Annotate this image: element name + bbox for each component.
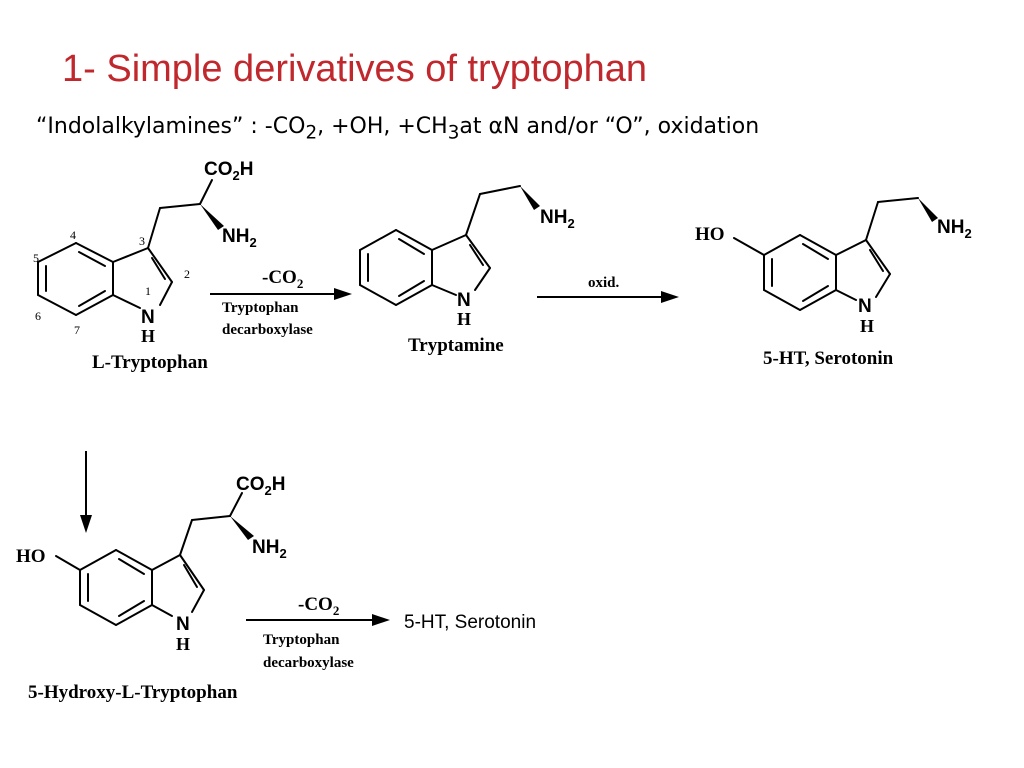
serotonin-ring-n: N — [858, 296, 872, 317]
subtitle-subscript-1: 2 — [305, 122, 318, 144]
hydroxy-tryptophan-ring-n: N — [176, 614, 190, 635]
l-tryptophan-name: L-Tryptophan — [92, 352, 208, 373]
ring-number-3: 3 — [139, 234, 145, 248]
hydroxylation-arrow — [80, 451, 92, 533]
serotonin-hydroxyl-label: HO — [695, 224, 725, 245]
hydroxy-tryptophan-structure: CO2H NH2 HO N H 5-Hydroxy-L-Tryptophan — [16, 474, 287, 703]
decarboxylation-2-enzyme-line-1: Tryptophan — [263, 632, 340, 648]
subtitle-part-3: at αN and/or “O”, oxidation — [459, 114, 760, 139]
subtitle-subscript-2: 3 — [447, 122, 460, 144]
ring-number-4: 4 — [70, 228, 76, 242]
serotonin-bonds — [733, 197, 938, 311]
tryptamine-ring-n: N — [457, 290, 471, 311]
l-tryptophan-ring-h: H — [141, 326, 155, 346]
hydroxy-tryptophan-hydroxyl-label: HO — [16, 546, 46, 567]
serotonin-amino-label: NH2 — [937, 217, 972, 241]
subtitle-part-2: , +OH, +CH — [317, 114, 448, 139]
l-tryptophan-bonds — [37, 179, 224, 316]
hydroxy-tryptophan-carboxyl-label: CO2H — [236, 474, 285, 498]
decarboxylation-1-enzyme-line-1: Tryptophan — [222, 300, 299, 316]
tryptamine-amino-label: NH2 — [540, 207, 575, 231]
serotonin-ring-h: H — [860, 316, 874, 336]
hydroxy-tryptophan-ring-h: H — [176, 634, 190, 654]
ring-number-6: 6 — [35, 309, 41, 323]
ring-number-2: 2 — [184, 267, 190, 281]
hydroxy-tryptophan-amino-label: NH2 — [252, 537, 287, 561]
decarboxylation-1-enzyme-line-2: decarboxylase — [222, 322, 313, 338]
tryptamine-structure: NH2 N H Tryptamine — [359, 185, 575, 356]
decarboxylation-1-reagent: -CO2 — [262, 267, 303, 291]
decarboxylation-arrow-1: -CO2 Tryptophan decarboxylase — [210, 267, 352, 338]
tryptamine-ring-h: H — [457, 309, 471, 329]
l-tryptophan-structure: CO2H NH2 N H 1 2 3 4 5 6 7 L-Tryptophan — [33, 159, 257, 373]
l-tryptophan-ring-n: N — [141, 307, 155, 328]
ring-number-5: 5 — [33, 251, 39, 265]
subtitle-part-1: “Indolalkylamines” : -CO — [36, 114, 306, 139]
ring-number-7: 7 — [74, 323, 80, 337]
l-tryptophan-carboxyl-label: CO2H — [204, 159, 253, 183]
tryptamine-name: Tryptamine — [408, 335, 504, 356]
decarboxylation-2-product: 5-HT, Serotonin — [404, 612, 536, 633]
decarboxylation-arrow-2: -CO2 Tryptophan decarboxylase 5-HT, Sero… — [246, 594, 536, 671]
hydroxy-tryptophan-bonds — [55, 492, 254, 626]
oxidation-arrow: oxid. — [537, 275, 679, 303]
tryptamine-bonds — [359, 185, 540, 306]
serotonin-name: 5-HT, Serotonin — [763, 348, 894, 369]
oxidation-label: oxid. — [588, 275, 620, 291]
slide-title: 1- Simple derivatives of tryptophan — [62, 48, 648, 90]
serotonin-structure: HO NH2 N H 5-HT, Serotonin — [695, 197, 972, 369]
slide-subtitle: “Indolalkylamines” : -CO2, +OH, +CH3at α… — [36, 114, 759, 143]
decarboxylation-2-enzyme-line-2: decarboxylase — [263, 655, 354, 671]
hydroxy-tryptophan-name: 5-Hydroxy-L-Tryptophan — [28, 682, 238, 703]
decarboxylation-2-reagent: -CO2 — [298, 594, 339, 618]
l-tryptophan-amino-label: NH2 — [222, 226, 257, 250]
ring-number-1: 1 — [145, 284, 151, 298]
